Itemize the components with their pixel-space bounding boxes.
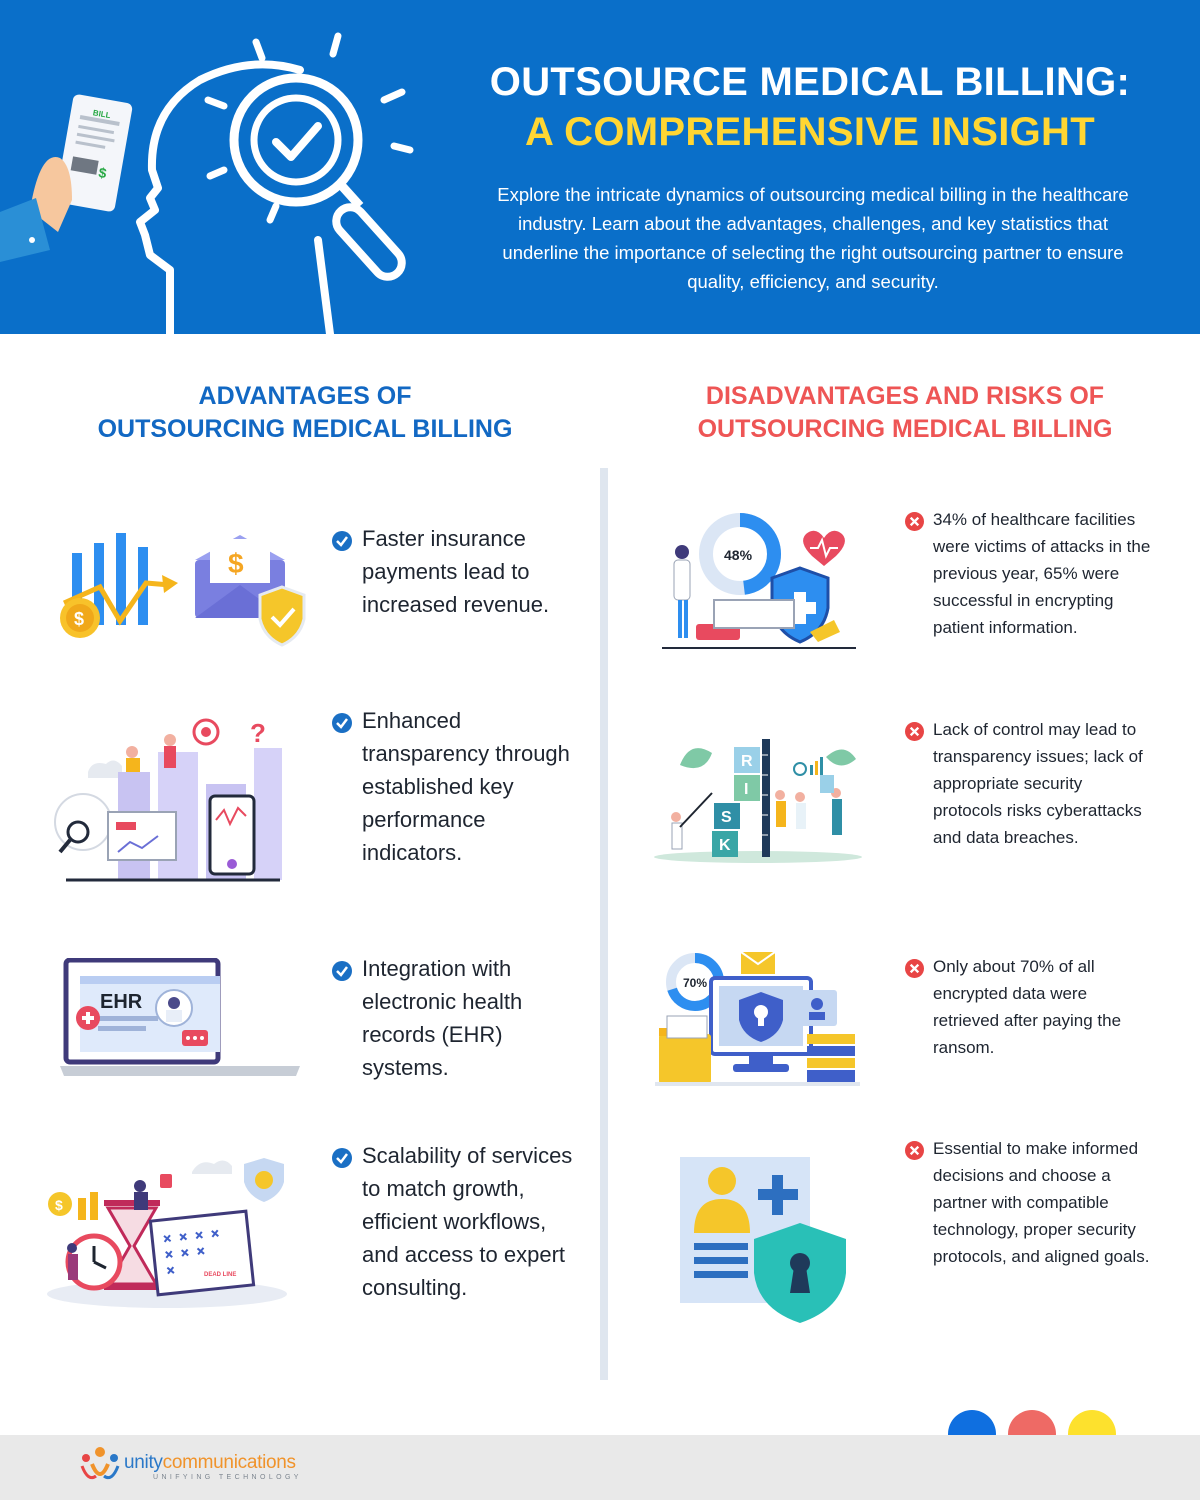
column-divider bbox=[600, 468, 608, 1380]
magnifier-check-icon bbox=[229, 73, 406, 281]
shield-check-icon bbox=[258, 585, 306, 647]
coin-dollar-icon: $ bbox=[60, 598, 100, 638]
revenue-growth-illustration: $ $ bbox=[60, 533, 306, 647]
risk-letter-k: K bbox=[719, 837, 731, 854]
disadvantage-item-4: Essential to make informed decisions and… bbox=[933, 1139, 1150, 1266]
svg-text:DEAD LINE: DEAD LINE bbox=[204, 1272, 236, 1278]
svg-text:?: ? bbox=[250, 718, 266, 748]
disadvantages-heading: DISADVANTAGES AND RISKS OF OUTSOURCING M… bbox=[655, 380, 1155, 446]
partner-security-illustration bbox=[680, 1157, 846, 1323]
check-circle-icon bbox=[332, 713, 352, 733]
x-circle-icon bbox=[905, 1141, 924, 1160]
svg-text:EHR: EHR bbox=[100, 991, 143, 1013]
disadvantage-item-3: Only about 70% of all encrypted data wer… bbox=[933, 957, 1122, 1057]
donut-48-label: 48% bbox=[724, 547, 753, 563]
svg-text:$: $ bbox=[97, 164, 108, 181]
check-circle-icon bbox=[332, 1148, 352, 1168]
disadvantage-item-1: 34% of healthcare facilities were victim… bbox=[933, 510, 1151, 637]
hero-title-line1: OUTSOURCE MEDICAL BILLING: bbox=[489, 60, 1131, 104]
advantages-heading: ADVANTAGES OF OUTSOURCING MEDICAL BILLIN… bbox=[60, 380, 550, 446]
advantage-item-2: Enhanced transparency through establishe… bbox=[362, 708, 570, 865]
risk-letter-s: S bbox=[721, 809, 732, 826]
check-circle-icon bbox=[332, 531, 352, 551]
logo-communications-text: communications bbox=[162, 1452, 296, 1473]
risk-blocks-illustration: R I S K bbox=[654, 739, 862, 863]
healthcare-attack-stat-illustration: 48% bbox=[662, 513, 856, 649]
advantage-item-1: Faster insurance payments lead to increa… bbox=[362, 526, 550, 617]
check-circle-icon bbox=[332, 961, 352, 981]
head-silhouette-icon bbox=[136, 60, 304, 334]
risk-letter-r: R bbox=[741, 753, 753, 770]
unity-logo-icon bbox=[80, 1447, 120, 1480]
advantage-item-3: Integration with electronic health recor… bbox=[362, 956, 523, 1080]
donut-70-label: 70% bbox=[683, 976, 707, 990]
footer-bar bbox=[0, 1435, 1200, 1500]
hero-illustration: BILL $ bbox=[0, 32, 414, 334]
data-retrieval-stat-illustration: 70% bbox=[655, 951, 860, 1086]
hero-banner: BILL $ OUTSOURCE MEDICAL BILLING: A COMP… bbox=[0, 0, 1200, 334]
svg-text:$: $ bbox=[74, 609, 84, 629]
disadvantage-item-2: Lack of control may lead to transparency… bbox=[933, 720, 1143, 847]
risk-letter-i: I bbox=[744, 781, 748, 798]
logo-unity-text: unity bbox=[124, 1452, 163, 1473]
hero-description: Explore the intricate dynamics of outsou… bbox=[497, 184, 1129, 292]
hero-title-line2: A COMPREHENSIVE INSIGHT bbox=[525, 110, 1095, 154]
hand-with-bill-icon: BILL $ bbox=[0, 94, 133, 262]
svg-text:BILL: BILL bbox=[92, 108, 111, 120]
scalability-deadline-illustration: $ DEAD LINE bbox=[47, 1158, 287, 1308]
svg-text:$: $ bbox=[55, 1197, 63, 1213]
ehr-laptop-illustration: EHR bbox=[60, 958, 300, 1076]
advantages-heading-line2: OUTSOURCING MEDICAL BILLING bbox=[97, 415, 513, 443]
disadvantages-heading-line2: OUTSOURCING MEDICAL BILLING bbox=[697, 415, 1113, 443]
kpi-transparency-illustration: ? bbox=[54, 718, 282, 882]
advantages-heading-line1: ADVANTAGES OF bbox=[198, 382, 412, 410]
x-circle-icon bbox=[905, 959, 924, 978]
x-circle-icon bbox=[905, 512, 924, 531]
idea-rays-icon bbox=[204, 32, 414, 224]
x-circle-icon bbox=[905, 722, 924, 741]
footer-logo-wordmark: unitycommunications bbox=[124, 1452, 296, 1474]
footer-logo-tagline: UNIFYING TECHNOLOGY bbox=[153, 1474, 302, 1481]
disadvantages-heading-line1: DISADVANTAGES AND RISKS OF bbox=[705, 382, 1105, 410]
svg-text:$: $ bbox=[228, 548, 244, 579]
advantage-item-4: Scalability of services to match growth,… bbox=[362, 1143, 573, 1300]
